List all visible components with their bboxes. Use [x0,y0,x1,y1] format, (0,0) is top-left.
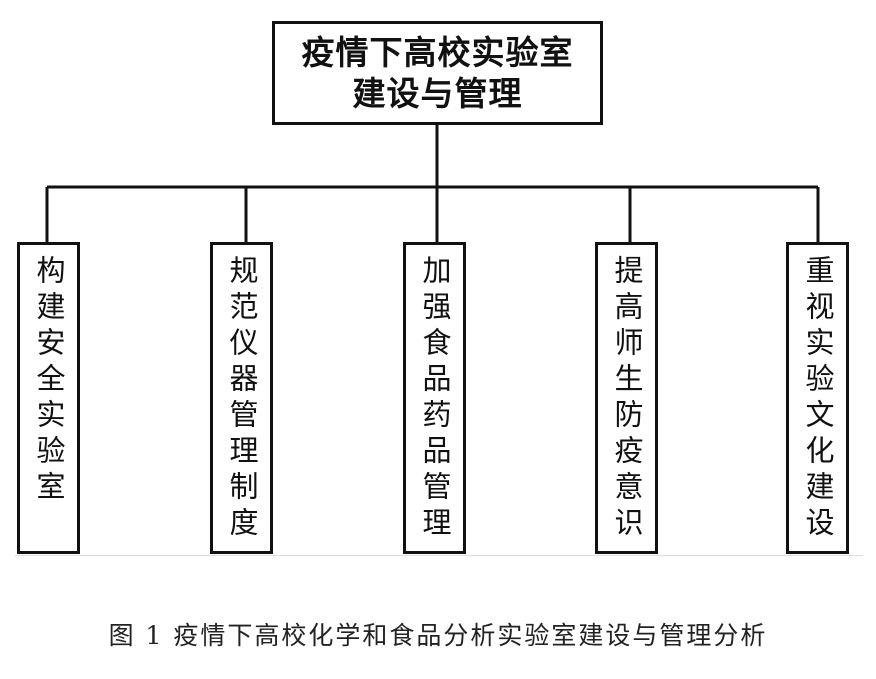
child-node-2: 规范仪器管理制度 [210,242,273,554]
figure-bottom-rule [15,555,863,556]
child-node-5-label: 重视实验文化建设 [801,255,835,543]
root-title-line-2: 建设与管理 [352,74,523,113]
child-node-5: 重视实验文化建设 [786,242,849,554]
child-node-1-label: 构建安全实验室 [32,255,66,507]
root-title-line-1: 疫情下高校实验室 [301,33,574,72]
child-node-3: 加强食品药品管理 [403,242,466,554]
child-node-4-label: 提高师生防疫意识 [610,255,644,543]
child-node-4: 提高师生防疫意识 [595,242,658,554]
child-node-3-label: 加强食品药品管理 [418,255,452,543]
child-node-1: 构建安全实验室 [17,242,80,554]
child-node-2-label: 规范仪器管理制度 [225,255,259,543]
figure-caption: 图 1 疫情下高校化学和食品分析实验室建设与管理分析 [108,621,768,650]
root-node: 疫情下高校实验室 建设与管理 [272,21,603,125]
